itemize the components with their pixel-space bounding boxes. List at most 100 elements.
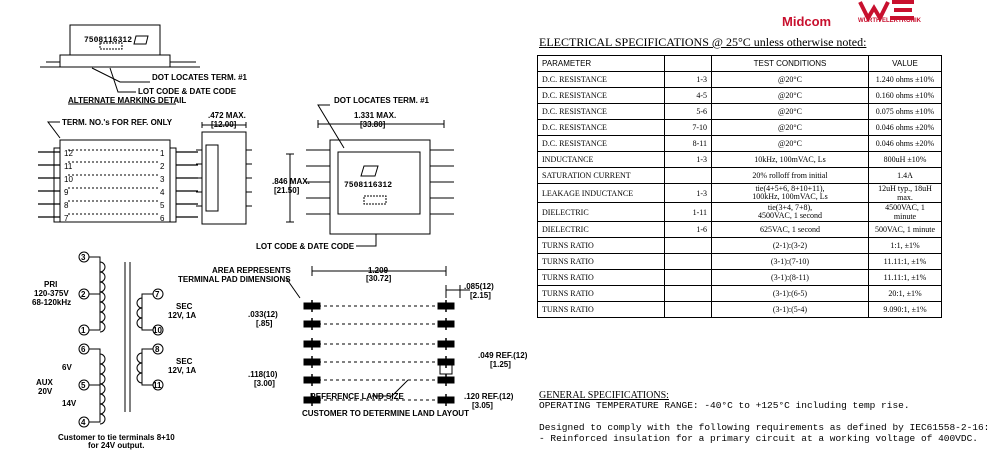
header-conditions: TEST CONDITIONS	[711, 55, 869, 72]
cell-pins	[664, 253, 712, 270]
sch-sec1: SEC	[176, 302, 193, 311]
cell-param: DIELECTRIC	[537, 221, 665, 238]
side-view-body	[201, 131, 247, 225]
cell-pins: 1-3	[664, 71, 712, 88]
cell-cond: 625VAC, 1 second	[711, 221, 869, 238]
cell-value: 11.11:1, ±1%	[868, 269, 942, 286]
cell-value: 0.160 ohms ±10%	[868, 87, 942, 104]
front-length-dim: 1.331 MAX.	[354, 111, 397, 120]
cell-param: TURNS RATIO	[537, 301, 665, 318]
pin-label: 6	[160, 214, 165, 223]
cell-value: 800uH ±10%	[868, 151, 942, 168]
sch-pin-10: 10	[153, 326, 162, 335]
land-area-note2: TERMINAL PAD DIMENSIONS	[178, 275, 291, 284]
cell-value: 0.046 ohms ±20%	[868, 119, 942, 136]
sch-pri-f: 68-120kHz	[32, 298, 72, 307]
cell-pins	[664, 285, 712, 302]
sch-pin-6: 6	[81, 345, 86, 354]
pin-label: 1	[160, 149, 165, 158]
sch-pin-4: 4	[81, 418, 86, 427]
pin-label: 2	[160, 162, 165, 171]
land-ref2: .120 REF.(12)	[464, 392, 514, 401]
dot-leader	[91, 67, 150, 83]
cell-pins: 4-5	[664, 87, 712, 104]
cell-param: D.C. RESISTANCE	[537, 135, 665, 152]
general-line1: OPERATING TEMPERATURE RANGE: -40°C to +1…	[539, 400, 910, 411]
term-note: TERM. NO.'s FOR REF. ONLY	[62, 118, 173, 127]
cell-cond: @20°C	[711, 103, 869, 120]
cell-cond: tie(3+4, 7+8), 4500VAC, 1 second	[711, 202, 869, 222]
cell-cond: (3-1):(7-10)	[711, 253, 869, 270]
land-width: 1.209	[368, 266, 389, 275]
sch-sec1-v: 12V, 1A	[168, 311, 197, 320]
cell-pins: 7-10	[664, 119, 712, 136]
general-line3: - Reinforced insulation for a primary ci…	[539, 433, 978, 444]
cell-cond: @20°C	[711, 87, 869, 104]
sch-sec2-v: 12V, 1A	[168, 366, 197, 375]
sch-aux-v: 20V	[38, 387, 53, 396]
cell-param: TURNS RATIO	[537, 285, 665, 302]
sch-pin-8: 8	[155, 345, 160, 354]
table-row: SATURATION CURRENT 20% rolloff from initi…	[537, 167, 942, 184]
pin-label: 11	[64, 162, 73, 171]
front-lot-leader	[356, 234, 377, 247]
pin-label: 7	[64, 214, 69, 223]
cell-cond: @20°C	[711, 135, 869, 152]
sch-pri: PRI	[44, 280, 58, 289]
cell-cond: tie(4+5+6, 8+10+11), 100kHz, 100mVAC, Ls	[711, 183, 869, 203]
pin-label: 5	[160, 201, 165, 210]
cell-param: D.C. RESISTANCE	[537, 103, 665, 120]
front-we-mark-icon	[360, 165, 379, 177]
table-header-row: PARAMETER TEST CONDITIONS VALUE	[537, 55, 942, 72]
header-value: VALUE	[868, 55, 942, 72]
cell-pins	[664, 301, 712, 318]
alt-lot-note: LOT CODE & DATE CODE	[138, 87, 237, 96]
cell-pins: 5-6	[664, 103, 712, 120]
transformer-core	[124, 262, 131, 412]
table-row: TURNS RATIO(2-1):(3-2)1:1, ±1%	[537, 237, 942, 254]
land-pitch-mm: [2.15]	[470, 291, 491, 300]
sch-pin-5: 5	[81, 381, 86, 390]
pin-label: 12	[64, 149, 73, 158]
sch-pin-3: 3	[81, 253, 86, 262]
cell-pins: 8-11	[664, 135, 712, 152]
table-row: TURNS RATIO(3-1):(8-11)11.11:1, ±1%	[537, 269, 942, 286]
cell-pins	[664, 167, 712, 184]
cell-param: SATURATION CURRENT	[537, 167, 665, 184]
sch-sec2: SEC	[176, 357, 193, 366]
cell-pins	[664, 237, 712, 254]
land-ref-size: REFERENCE LAND SIZE	[310, 392, 404, 401]
general-title: GENERAL SPECIFICATIONS:	[539, 390, 669, 401]
top-view-body	[59, 139, 171, 223]
sch-pri-v: 120-375V	[34, 289, 69, 298]
cell-param: INDUCTANCE	[537, 151, 665, 168]
cell-cond: (3-1):(5-4)	[711, 301, 869, 318]
land-pitch: .085(12)	[464, 282, 494, 291]
general-line2: Designed to comply with the following re…	[539, 422, 990, 433]
cell-pins: 1-3	[664, 151, 712, 168]
pin-label: 8	[64, 201, 69, 210]
sch-note2: for 24V output.	[88, 441, 145, 450]
land-ref1-mm: [1.25]	[490, 360, 511, 369]
cell-cond: 20% rolloff from initial	[711, 167, 869, 184]
cell-param: DIELECTRIC	[537, 202, 665, 222]
sch-pin-1: 1	[81, 326, 86, 335]
cell-value: 4500VAC, 1 minute	[868, 202, 942, 222]
cell-param: TURNS RATIO	[537, 253, 665, 270]
wurth-logo-text: WÜRTH ELEKTRONIK	[858, 18, 921, 24]
front-part-number: 7508116312	[344, 181, 393, 190]
land-gap-mm: [3.00]	[254, 379, 275, 388]
front-lot-note: LOT CODE & DATE CODE	[256, 242, 355, 251]
cell-value: 20:1, ±1%	[868, 285, 942, 302]
land-customer-note: CUSTOMER TO DETERMINE LAND LAYOUT	[302, 409, 469, 418]
cell-value: 0.046 ohms ±20%	[868, 135, 942, 152]
sch-pin-11: 11	[153, 381, 162, 390]
table-row: TURNS RATIO(3-1):(5-4)9.090:1, ±1%	[537, 301, 942, 318]
